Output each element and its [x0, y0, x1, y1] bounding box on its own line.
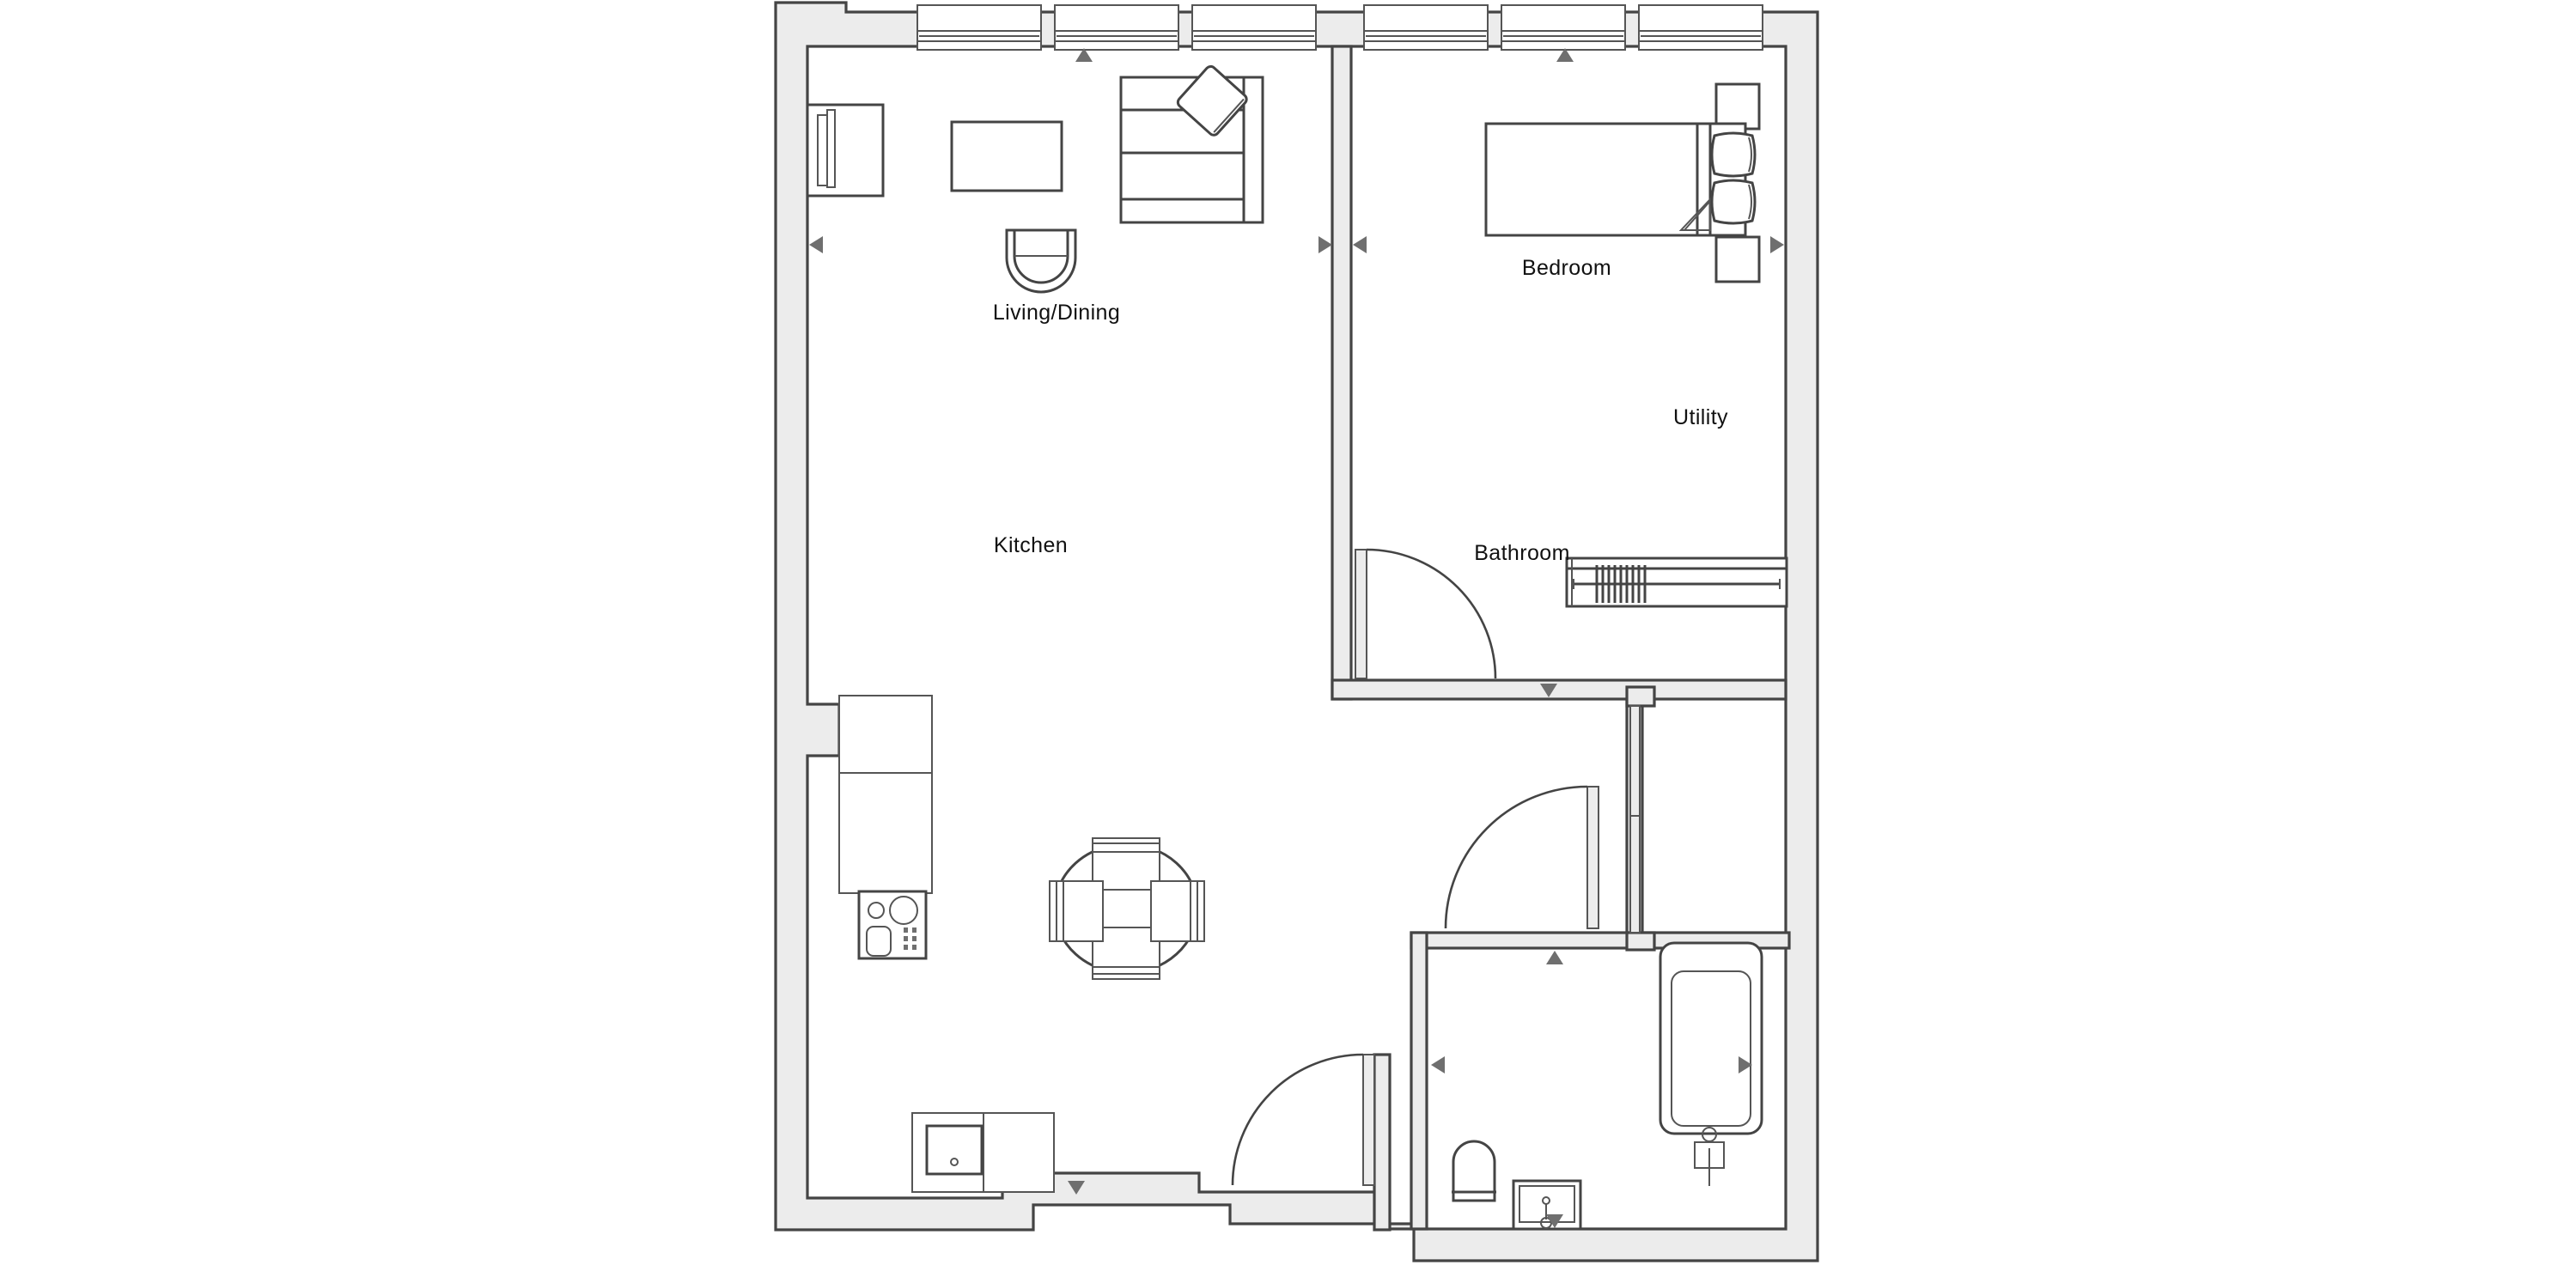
- window-panel-3: [1191, 4, 1317, 51]
- coffee-table: [950, 120, 1063, 192]
- sofa-cushion: [1176, 64, 1248, 137]
- wardrobe: [1565, 556, 1788, 608]
- room-label-living-dining: Living/Dining: [993, 301, 1120, 325]
- window-bank-top: [917, 4, 1763, 51]
- bedroom-furniture: [1484, 82, 1788, 608]
- partition-hall-right: [1373, 1053, 1392, 1232]
- partition-living-bedroom: [1331, 45, 1353, 701]
- pillow-right: [1710, 179, 1757, 225]
- marker-bathroom-bottom: [1546, 1214, 1563, 1228]
- marker-living-right: [1318, 236, 1332, 253]
- marker-bedroom-door: [1540, 684, 1557, 697]
- room-labels: Living/Dining Bedroom Kitchen Utility Ba…: [993, 256, 1728, 565]
- marker-living-top: [1075, 48, 1093, 62]
- utility-sliding-door: [1629, 705, 1641, 934]
- wall-jog-utility-bottom: [1625, 931, 1656, 952]
- entry-door: [1231, 1053, 1375, 1186]
- double-bed: [1484, 122, 1747, 237]
- room-label-kitchen: Kitchen: [994, 533, 1068, 557]
- marker-bedroom-right: [1770, 236, 1784, 253]
- marker-bathroom-left: [1431, 1056, 1445, 1073]
- armchair: [1005, 228, 1077, 294]
- sink: [925, 1124, 984, 1176]
- partition-bathroom-left: [1410, 931, 1428, 1231]
- bathroom-fixtures: [1452, 941, 1763, 1231]
- clothes-hangers: [1595, 565, 1647, 603]
- window-panel-5: [1501, 4, 1626, 51]
- room-label-utility: Utility: [1673, 405, 1728, 429]
- marker-bathroom-right: [1739, 1056, 1752, 1073]
- bathtub: [1659, 941, 1763, 1186]
- window-panel-4: [1363, 4, 1489, 51]
- bathroom-door: [1444, 785, 1599, 929]
- counter-run: [838, 772, 933, 894]
- living-dining-furniture: [806, 64, 1264, 294]
- media-unit: [806, 103, 885, 198]
- bedroom-door: [1355, 548, 1497, 679]
- hob: [857, 890, 928, 960]
- partition-bedroom-bottom: [1331, 678, 1787, 701]
- dining-chair-left: [1049, 880, 1104, 942]
- pillow-left: [1710, 131, 1757, 178]
- window-panel-2: [1054, 4, 1179, 51]
- base-units: [911, 1112, 1055, 1193]
- kitchen-furniture: [838, 695, 1205, 1193]
- window-panel-6: [1638, 4, 1763, 51]
- dining-chair-right: [1150, 880, 1205, 942]
- nightstand-top: [1714, 82, 1761, 131]
- washbasin: [1512, 1179, 1582, 1231]
- room-label-bathroom: Bathroom: [1474, 541, 1570, 565]
- doors: [1231, 548, 1641, 1186]
- marker-living-left: [809, 236, 823, 253]
- marker-bedroom-left: [1353, 236, 1367, 253]
- nightstand-bottom: [1714, 235, 1761, 283]
- marker-bathroom-top: [1546, 951, 1563, 964]
- wall-jog-utility-top: [1625, 685, 1656, 708]
- marker-bedroom-top: [1556, 48, 1574, 62]
- window-panel-1: [917, 4, 1042, 51]
- room-label-bedroom: Bedroom: [1522, 256, 1611, 280]
- direction-markers: [809, 48, 1784, 1228]
- marker-kitchen-bottom: [1068, 1181, 1085, 1195]
- tall-unit: [838, 695, 933, 774]
- toilet: [1452, 1140, 1496, 1202]
